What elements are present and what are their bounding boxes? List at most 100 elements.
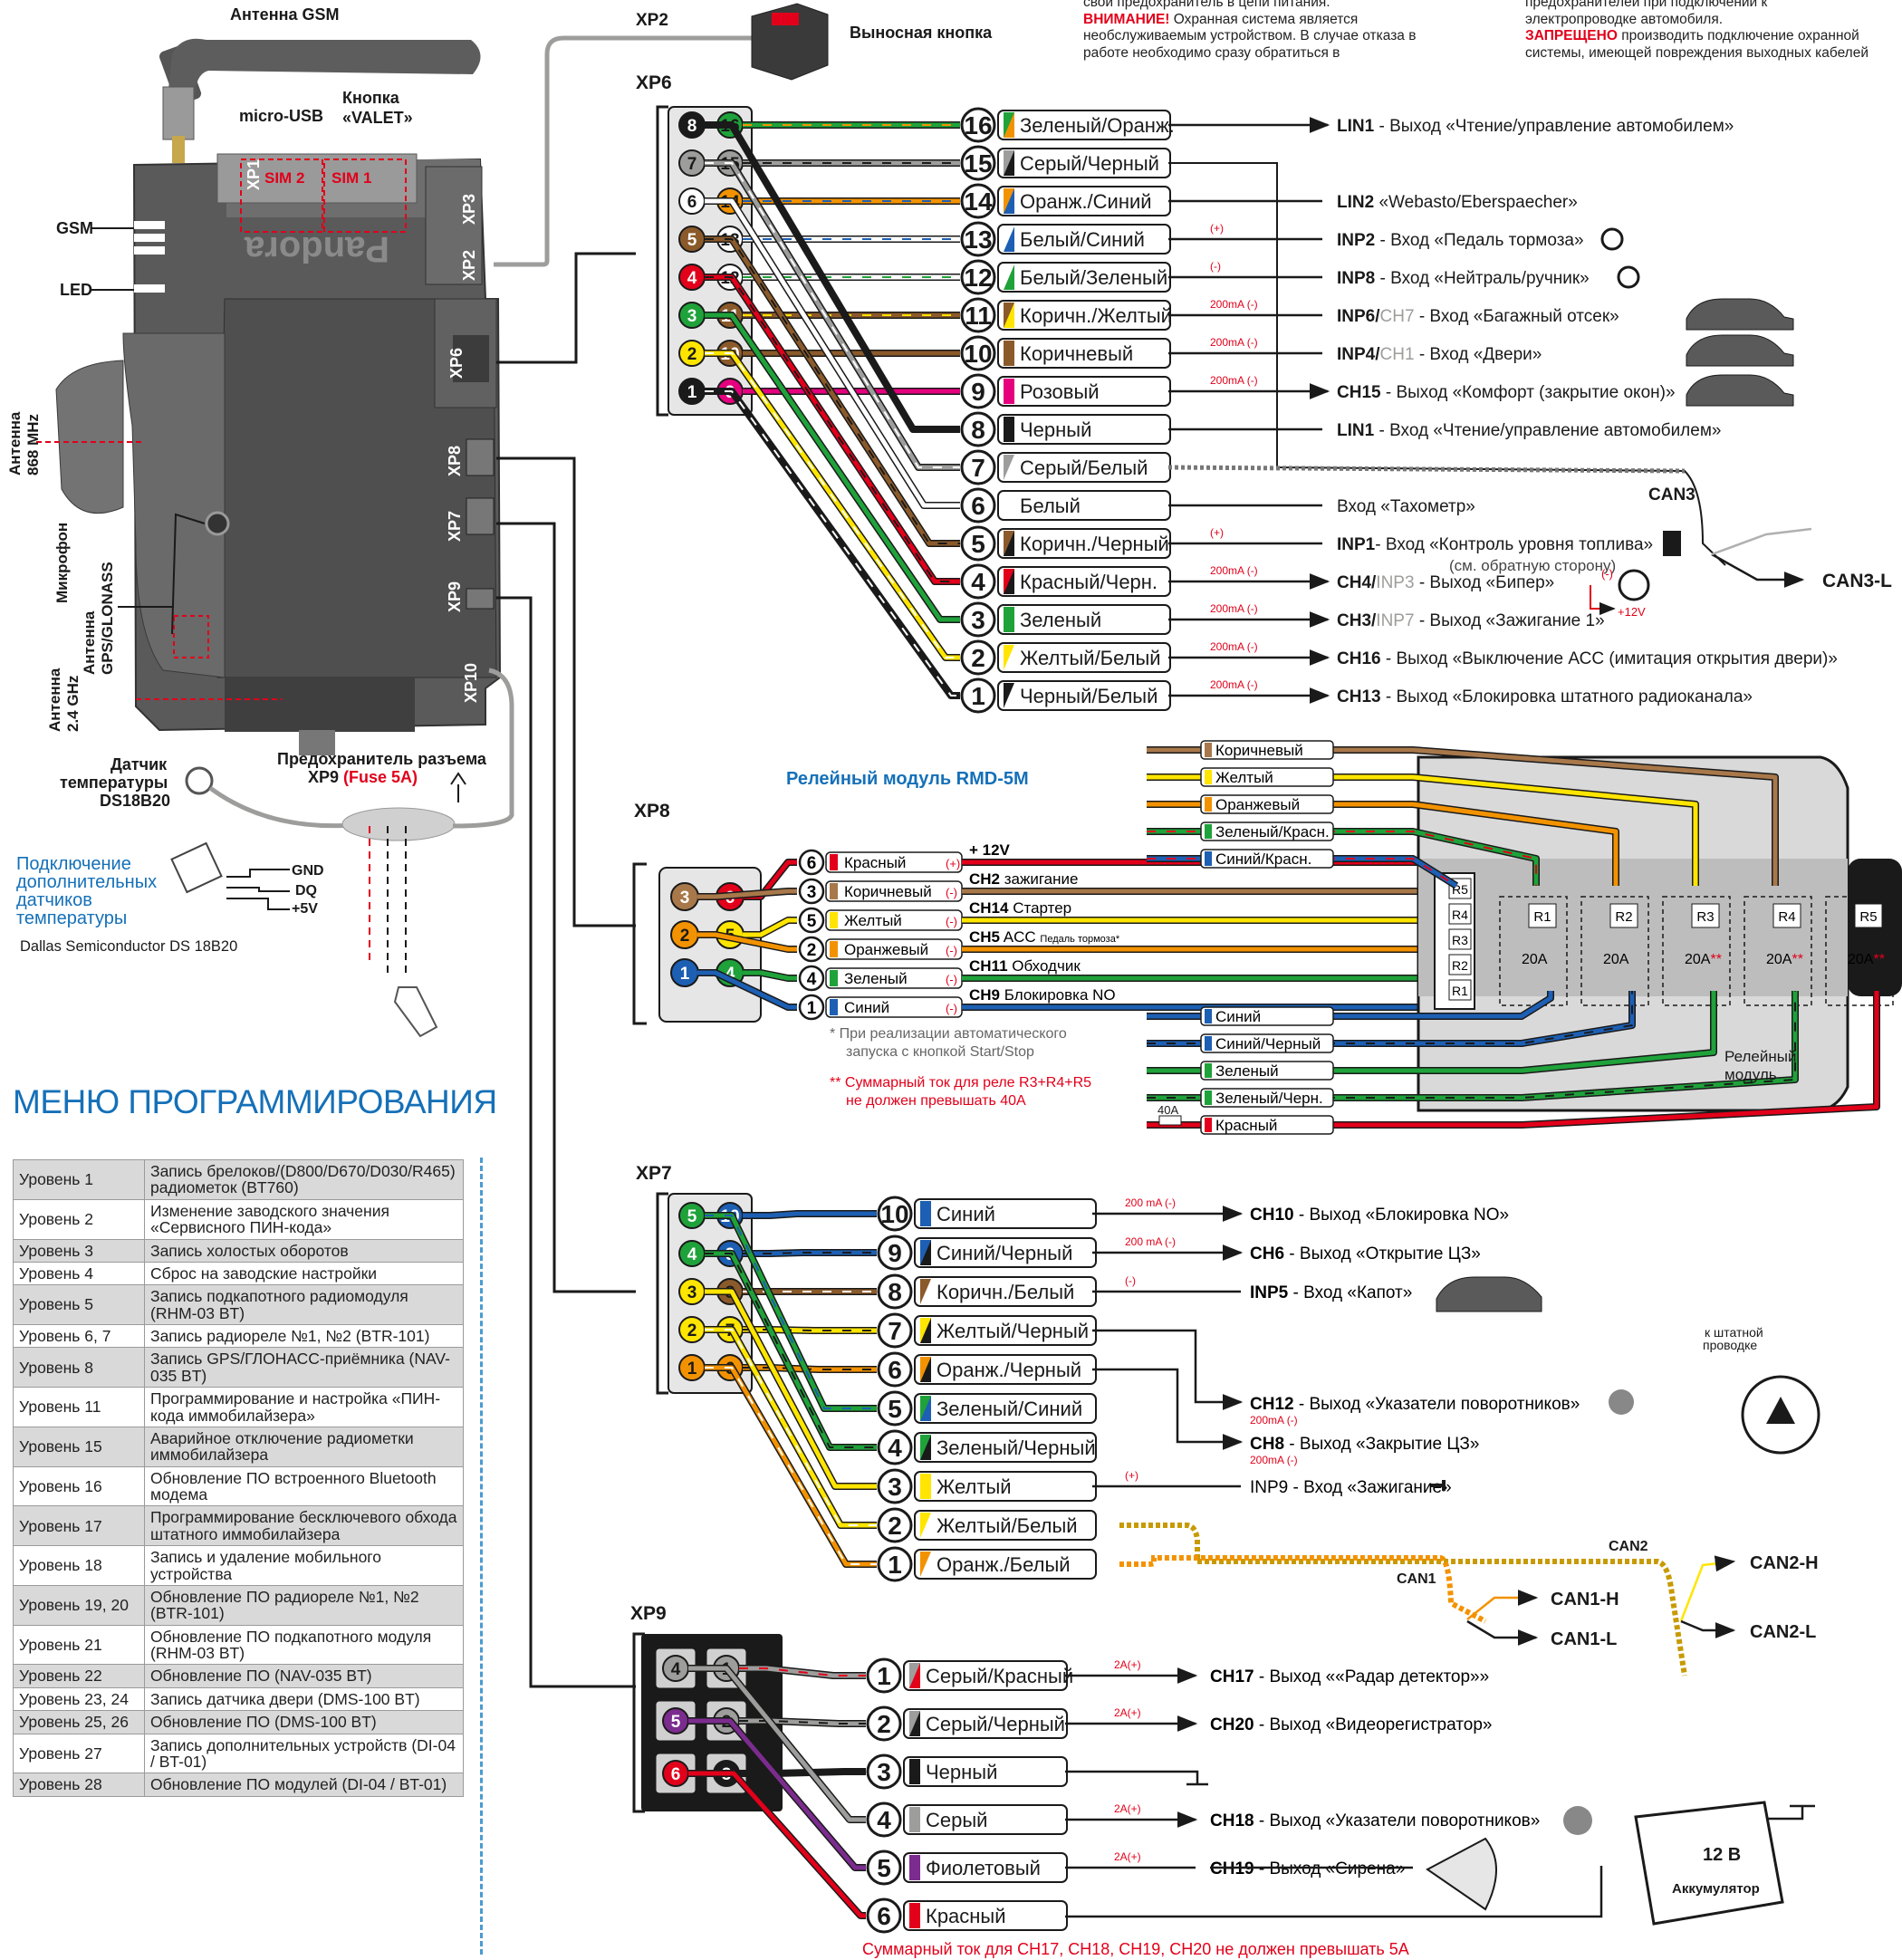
relay-R4-frame (1744, 896, 1812, 1006)
xp6-row-5-num-circle (960, 525, 996, 562)
menu-divider (480, 1158, 483, 1955)
xp6-desc-11: INP6/CH7 - Вход «Багажный отсек» (1337, 307, 1619, 326)
xp7-row-1-num-circle (877, 1546, 913, 1582)
temp-label-3: DS18B20 (100, 792, 170, 810)
xp6-row-13-label: Белый/Синий (1020, 228, 1145, 251)
xp7-row-7-swatch-b (920, 1318, 931, 1343)
xp6-desc-grey-3: INP7 (1376, 611, 1414, 630)
xp8-swatch-4 (830, 970, 838, 986)
xp8-desc-4: CH11 Обходчик (969, 957, 1081, 975)
xp6-row-15-swatch-b (1004, 150, 1014, 176)
can3-label: CAN3 (1648, 485, 1695, 504)
xp9-row-5-label: Фиолетовый (926, 1857, 1041, 1879)
xp2-title: XP2 (636, 11, 668, 30)
xp9-row-6-num-circle (866, 1898, 902, 1934)
relay-R2-frame (1580, 896, 1649, 1006)
relay-top-label-0: Коричневый (1215, 742, 1303, 759)
fuse-label-2a: XP9 (308, 768, 343, 786)
antenna-24-label-2: 2.4 GHz (64, 676, 82, 732)
relay-bottom-label-0: Синий (1215, 1008, 1261, 1025)
car-icon-0 (1686, 298, 1794, 331)
relay-R3-frame (1662, 896, 1731, 1006)
xp8-swatch-5 (830, 912, 838, 928)
xp6-row-2-num-circle (960, 639, 996, 676)
xp7-row-1-num: 1 (888, 1551, 902, 1579)
xp6-desc-1: CH13 - Выход «Блокировка штатного радиок… (1337, 687, 1753, 706)
xp7-note-10: 200 mA (-) (1125, 1196, 1176, 1209)
xp6-connector (668, 106, 753, 416)
xp9-desc-t-4: - Выход «Указатели поворотников» (1254, 1811, 1541, 1830)
xp6-note-10: 200mA (-) (1210, 336, 1258, 349)
xp7-desc-9: CH6 - Выход «Открытие ЦЗ» (1250, 1244, 1481, 1263)
xp7-wire-6-stripe (743, 1367, 877, 1370)
xp9-desc-2: CH20 - Выход «Видеорегистратор» (1210, 1715, 1492, 1734)
add-sensors-l2: дополнительных (16, 872, 157, 892)
gsm-antenna-label: Антенна GSM (230, 5, 339, 24)
can2-label: CAN2 (1609, 1539, 1648, 1554)
port-xp6: XP6 (447, 348, 466, 379)
menu-row-text: Запись брелоков/(D800/D670/D030/R465) ра… (144, 1159, 464, 1200)
xp9-row-1-num-circle (866, 1657, 902, 1694)
xp6-row-7-swatch-b (1004, 455, 1014, 480)
relay-bottom-label-1: Синий/Черный (1215, 1035, 1321, 1052)
xp6-row-1-swatch-b (1004, 683, 1014, 708)
xp6-wire-3 (705, 312, 960, 622)
relay-R5-amp: 20A** (1848, 952, 1885, 967)
relay-top-swatch-0 (1205, 743, 1212, 757)
xp6-desc-5: INP1- Вход «Контроль уровня топлива» (1337, 535, 1653, 554)
xp6-row-14-num: 14 (964, 187, 993, 216)
xp7-desc-10: CH10 - Выход «Блокировка NO» (1250, 1206, 1509, 1225)
relay-R5-amp-val: 20A (1848, 952, 1874, 967)
menu-row-level: Уровень 21 (13, 1624, 145, 1666)
xp7-desc-t-10: - Выход «Блокировка NO» (1294, 1206, 1510, 1225)
xp6-row-16-label: Зеленый/Оранж. (1020, 114, 1175, 137)
xp7-row-4-num: 4 (888, 1434, 902, 1462)
menu-row-text: Запись и удаление мобильного устройства (144, 1545, 464, 1586)
xp6-desc-text-5: - Вход «Контроль уровня топлива» (1375, 535, 1653, 554)
xp9-note-5: 2A(+) (1114, 1850, 1141, 1863)
xp8-wire-1 (697, 970, 797, 1010)
relay-top-box-4 (1200, 849, 1334, 869)
xp9-pin-4-number: 4 (671, 1660, 681, 1679)
xp7-row-2-num: 2 (888, 1512, 902, 1540)
relay-top-swatch-3 (1205, 824, 1212, 839)
xp9-desc-t-2: - Выход «Видеорегистратор» (1254, 1715, 1493, 1734)
relay-top-swatch-2 (1205, 797, 1212, 812)
xp7-wire-2 (705, 1327, 877, 1528)
xp6-desc-bold-11: INP6/ (1337, 307, 1380, 326)
xp9-desc-t-1: - Выход ««Радар детектор»» (1254, 1667, 1490, 1686)
xp6-desc-text-11: - Вход «Багажный отсек» (1415, 307, 1619, 326)
forbidden-line0: предохранителей при подключении к (1525, 0, 1768, 10)
menu-row-level: Уровень 2 (13, 1198, 145, 1240)
xp9-row-5-num-circle (866, 1850, 902, 1886)
menu-row-text: Обновление ПО подкапотного модуля (RHM-0… (144, 1624, 464, 1666)
xp7-wire-3 (705, 1289, 877, 1489)
xp7-wire-10 (743, 1211, 877, 1218)
menu-row-level: Уровень 5 (13, 1284, 145, 1325)
xp7-row-2-num-circle (877, 1507, 913, 1543)
xp6-desc-grey-10: CH1 (1380, 345, 1415, 364)
xp7-row-5-label-box (914, 1393, 1097, 1424)
relay-pin-label-R4: R4 (1452, 908, 1468, 922)
xp6-desc-text-3: - Выход «Зажигание 1» (1415, 611, 1605, 630)
xp9-desc-1: CH17 - Выход ««Радар детектор»» (1210, 1667, 1489, 1686)
beeper-plus-label: +12V (1618, 605, 1646, 619)
can1l-label: CAN1-L (1551, 1629, 1617, 1649)
xp7-row-8-num-circle (877, 1273, 913, 1310)
xp6-row-9-num: 9 (971, 378, 985, 406)
sim2-label: SIM 2 (264, 169, 304, 187)
xp6-pin-8-number: 8 (687, 117, 697, 136)
xp9-row-2-num: 2 (877, 1710, 891, 1738)
xp6-row-15-num-circle (960, 145, 996, 181)
xp6-row-9-label: Розовый (1020, 380, 1100, 403)
can1h-arrow (1466, 1590, 1539, 1620)
relay-bottom-label-3: Зеленый/Черн. (1215, 1090, 1323, 1107)
relay-bottom-box-1 (1200, 1033, 1334, 1053)
relay-top-swatch-1 (1205, 770, 1212, 784)
xp6-desc-bold-10: INP4/ (1337, 345, 1380, 364)
xp8-desc-t-4: Обходчик (1008, 957, 1081, 975)
add-sensors-l4: температуры (16, 908, 127, 928)
